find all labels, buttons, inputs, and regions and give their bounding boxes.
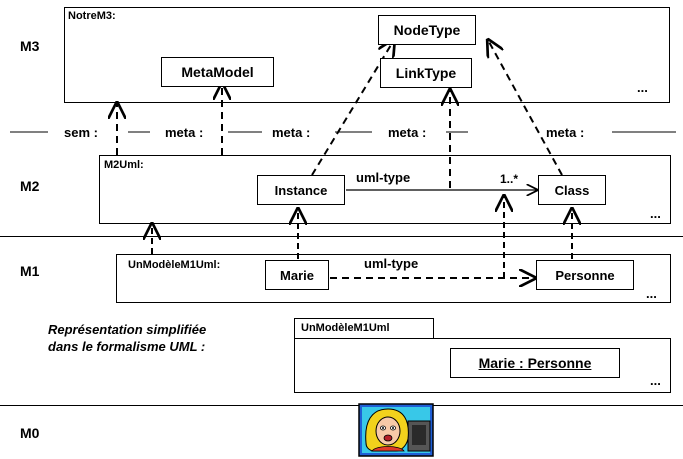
level-divider-m2-m1: [0, 236, 683, 237]
m1-package-title: UnModèleM1Uml:: [128, 259, 221, 271]
class-personne: Personne: [536, 260, 634, 290]
level-m0-label: M0: [20, 425, 40, 441]
m2-multiplicity: 1..*: [500, 172, 519, 186]
meta-arrow-class-nodetype: [488, 40, 563, 176]
woman-at-computer-image: [358, 403, 434, 457]
class-metamodel: MetaModel: [161, 57, 274, 87]
m1-link-label: uml-type: [364, 256, 419, 271]
class-nodetype: NodeType: [378, 15, 476, 45]
meta-arrow-instance-nodetype: [311, 40, 394, 176]
simplified-caption-line2: dans le formalisme UML :: [48, 339, 206, 354]
separator-label-meta-1: meta :: [165, 125, 204, 140]
simplified-ellipsis: ...: [650, 373, 661, 388]
level-m2-label: M2: [20, 178, 40, 194]
m2-package-title: M2Uml:: [104, 159, 144, 171]
m3-package: [64, 7, 670, 103]
separator-label-sem: sem :: [64, 125, 98, 140]
separator-label-meta-2: meta :: [272, 125, 311, 140]
level-m3-label: M3: [20, 38, 40, 54]
m1-ellipsis: ...: [646, 286, 657, 301]
level-divider-m1-m0: [0, 405, 683, 406]
m3-ellipsis: ...: [637, 80, 648, 95]
object-marie-personne: Marie : Personne: [450, 348, 620, 378]
separator-label-meta-4: meta :: [546, 125, 585, 140]
class-instance: Instance: [257, 175, 345, 205]
m2-association-label: uml-type: [356, 170, 411, 185]
level-m1-label: M1: [20, 263, 40, 279]
separator-label-meta-3: meta :: [388, 125, 427, 140]
object-marie-personne-label: Marie : Personne: [478, 355, 592, 371]
object-marie: Marie: [265, 260, 329, 290]
simplified-caption-line1: Représentation simplifiée: [48, 322, 207, 337]
class-linktype: LinkType: [380, 58, 472, 88]
simplified-package-tab-label: UnModèleM1Uml: [301, 322, 390, 334]
m3-package-title: NotreM3:: [68, 10, 116, 22]
class-class: Class: [538, 175, 606, 205]
m2-ellipsis: ...: [650, 206, 661, 221]
